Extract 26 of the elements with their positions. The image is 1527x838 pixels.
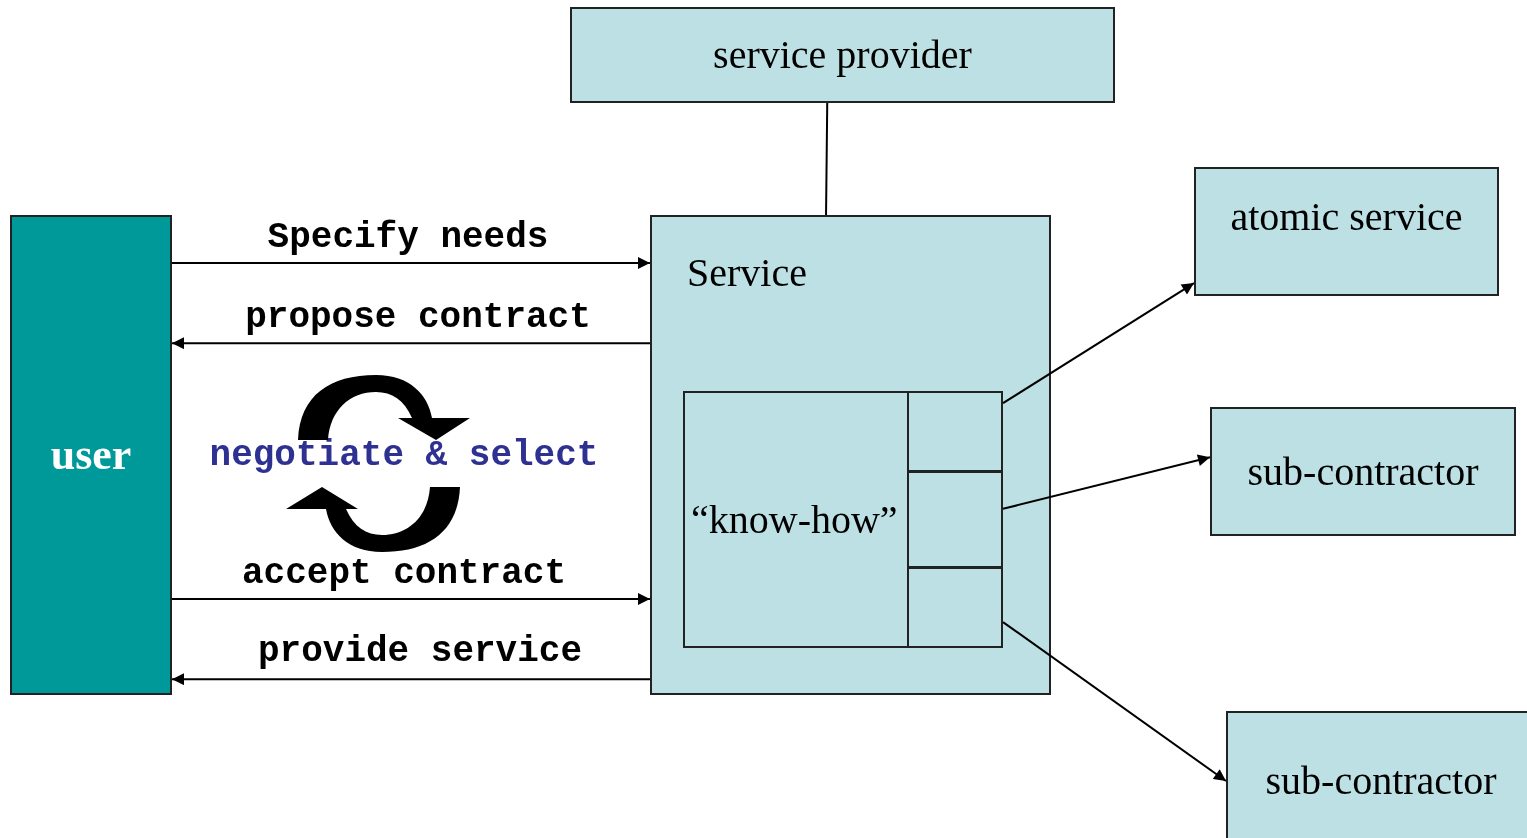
- arrow: [171, 593, 651, 605]
- process-box: [1210, 407, 1516, 536]
- box-label: Service: [687, 253, 807, 293]
- box-label: sub-contractor: [1247, 451, 1479, 492]
- box-label: “know-how”: [691, 499, 898, 540]
- container-box: [650, 215, 1051, 695]
- box-label: sub-contractor: [1265, 761, 1497, 801]
- arrow: [171, 673, 651, 686]
- process-box: [1226, 711, 1527, 838]
- arrow: [1002, 282, 1195, 405]
- box-label: user: [50, 433, 132, 477]
- process-box: [1194, 167, 1499, 296]
- note-text: negotiate & select: [208, 438, 600, 474]
- arrow: [171, 337, 651, 350]
- box-label: service provider: [713, 35, 972, 75]
- process-box: [10, 215, 172, 695]
- compartment-box: [907, 567, 1003, 648]
- arrow: [171, 257, 651, 269]
- box-label: atomic service: [1230, 197, 1463, 237]
- container-box: [683, 391, 1003, 648]
- connector-line: [825, 102, 829, 216]
- process-box: [570, 7, 1115, 103]
- arrow: [1002, 454, 1211, 510]
- arrow: [1002, 621, 1227, 782]
- compartment-box: [907, 391, 1003, 472]
- compartment-box: [907, 471, 1003, 568]
